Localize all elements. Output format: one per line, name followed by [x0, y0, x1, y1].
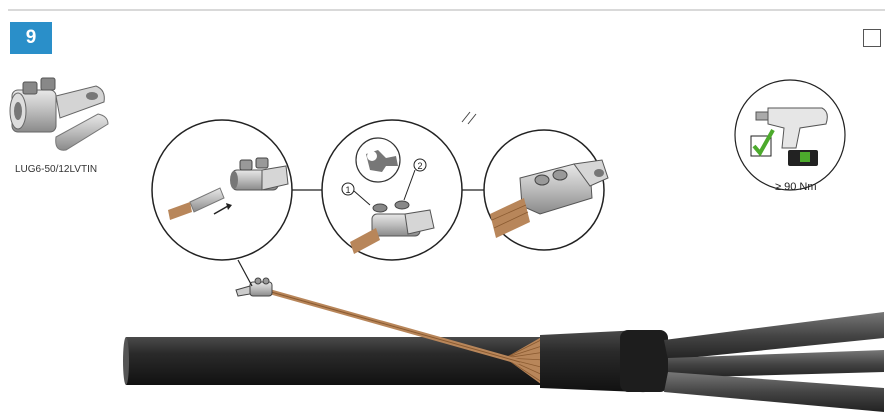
top-rule — [8, 9, 885, 11]
detail-circle-finished — [483, 129, 609, 251]
callout-1: 1 — [345, 185, 350, 195]
cable-assembly — [123, 312, 884, 412]
earth-wire — [235, 259, 521, 365]
torque-value: ≥ 90 Nm — [775, 181, 817, 193]
step-number-badge: 9 — [10, 22, 52, 54]
checkmark-icon — [750, 129, 775, 157]
wrench-icon — [366, 150, 398, 172]
tick-marks — [461, 111, 477, 125]
detail-circle-insert — [151, 119, 293, 261]
torque-circle — [734, 79, 846, 191]
cable-lug-icon — [9, 77, 109, 151]
detail-circle-tighten: 1 2 — [321, 119, 463, 261]
impact-driver-icon — [755, 107, 828, 166]
callout-2: 2 — [417, 161, 422, 171]
part-code-label: LUG6-50/12LVTIN — [15, 164, 98, 175]
step-checkbox[interactable] — [863, 29, 881, 47]
